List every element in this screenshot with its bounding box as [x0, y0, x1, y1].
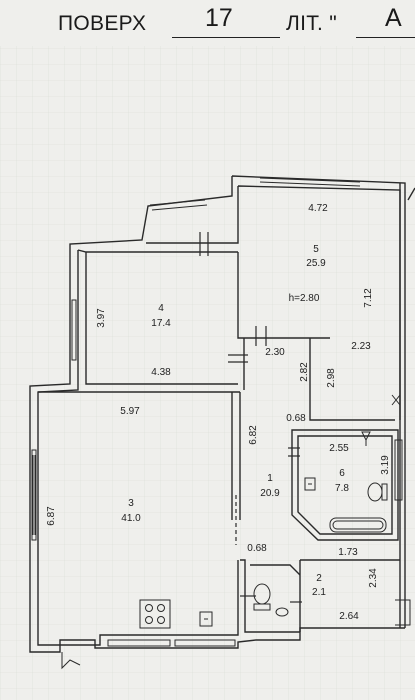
dimension-6-82: 6.82 — [248, 425, 259, 445]
dimension-4-38: 4.38 — [151, 367, 171, 378]
ceiling-height: h=2.80 — [289, 293, 320, 304]
door-marks — [199, 232, 302, 603]
dimension-2-55: 2.55 — [329, 443, 349, 454]
room-6-number: 6 — [339, 468, 345, 479]
letter-underline — [356, 37, 415, 38]
dimension-2-64: 2.64 — [339, 611, 359, 622]
toilet-icon — [367, 482, 388, 502]
dimension-0-68-bottom: 0.68 — [247, 543, 267, 554]
dimension-3-19: 3.19 — [380, 455, 391, 475]
washbasin-icon — [304, 477, 316, 491]
dimension-4-72: 4.72 — [308, 203, 328, 214]
room-4-number: 4 — [158, 303, 164, 314]
room-2-number: 2 — [316, 573, 322, 584]
bathtub — [329, 517, 387, 533]
sink-icon — [361, 431, 371, 446]
kitchen-sink-icon — [199, 611, 213, 627]
room-5-number: 5 — [313, 244, 319, 255]
exterior-walls — [29, 175, 415, 653]
room-3-area: 41.0 — [121, 513, 141, 524]
dimension-1-73: 1.73 — [338, 547, 358, 558]
floor-number-underline — [172, 37, 280, 38]
dimension-6-87: 6.87 — [46, 506, 57, 526]
room-2-area: 2.1 — [312, 587, 326, 598]
wc-basin-icon — [275, 607, 289, 617]
dimension-2-82: 2.82 — [299, 362, 310, 382]
room-5-area: 25.9 — [306, 258, 326, 269]
room-4-area: 17.4 — [151, 318, 171, 329]
dimension-2-34: 2.34 — [368, 568, 379, 588]
wc-toilet-icon — [253, 583, 271, 611]
dimension-5-97: 5.97 — [120, 406, 140, 417]
room-1-area: 20.9 — [260, 488, 280, 499]
stove-icon — [139, 599, 171, 629]
dimension-7-12: 7.12 — [363, 288, 374, 308]
room-1-number: 1 — [267, 473, 273, 484]
dimension-2-30: 2.30 — [265, 347, 285, 358]
room-labels: 5 25.9 4 17.4 1 20.9 3 41.0 6 7.8 2 2.1 … — [121, 244, 349, 598]
dimension-2-23: 2.23 — [351, 341, 371, 352]
balcony-marks — [61, 394, 411, 670]
letter-value: А — [385, 4, 402, 32]
dimension-0-68-top: 0.68 — [286, 413, 306, 424]
room-3-number: 3 — [128, 498, 134, 509]
room-6-area: 7.8 — [335, 483, 349, 494]
floor-label: ПОВЕРХ — [58, 12, 147, 35]
windows — [31, 177, 403, 647]
dimension-labels: 4.72 2.23 2.30 4.38 5.97 0.68 2.55 0.68 … — [46, 203, 391, 622]
plan-header: ПОВЕРХ 17 ЛІТ. " А — [0, 0, 415, 46]
grid-background — [0, 46, 415, 700]
floor-number: 17 — [205, 4, 233, 32]
letter-label: ЛІТ. " — [286, 12, 338, 35]
dimension-2-98: 2.98 — [326, 368, 337, 388]
dimension-3-97: 3.97 — [96, 308, 107, 328]
